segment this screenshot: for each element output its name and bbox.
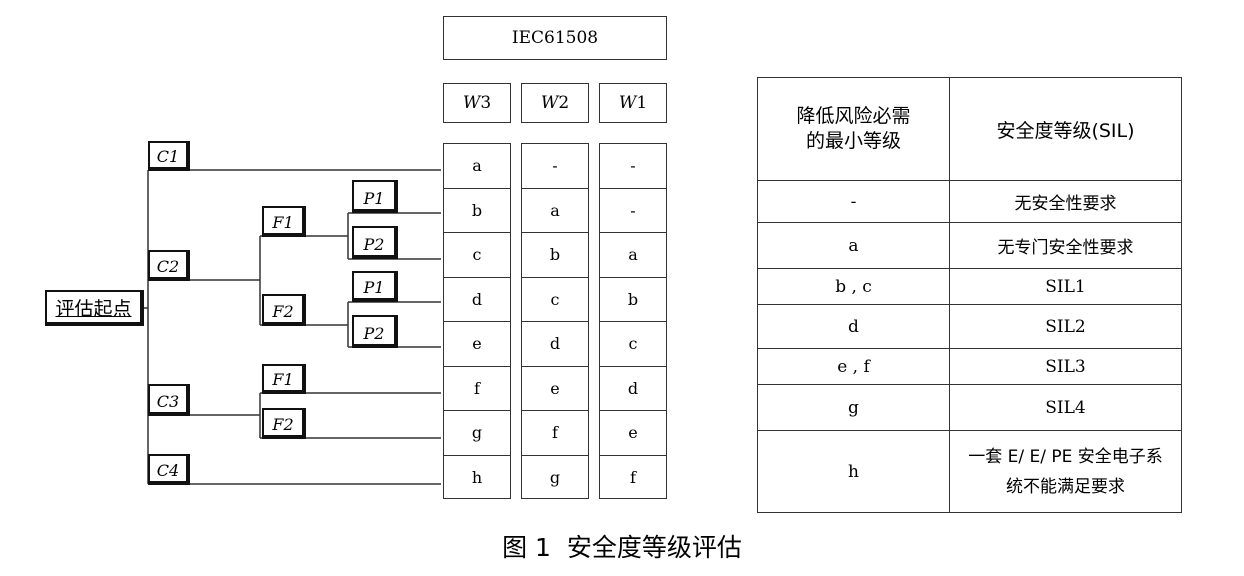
- risk-cell: e: [599, 410, 667, 455]
- column-number: 2: [558, 93, 570, 113]
- risk-cell: c: [443, 232, 511, 277]
- table-cell-sil: SIL3: [949, 348, 1182, 385]
- table-cell-sil: 无安全性要求: [949, 180, 1182, 223]
- risk-cell: d: [443, 276, 511, 322]
- risk-cell: c: [599, 321, 667, 366]
- risk-cell: a: [521, 187, 589, 233]
- table-cell-level: e , f: [757, 348, 950, 385]
- param-f1-lower: F1: [262, 364, 306, 394]
- risk-cell: e: [521, 365, 589, 411]
- param-p1-upper: P1: [352, 180, 398, 213]
- start-node: 评估起点: [45, 290, 144, 326]
- table-row: g SIL4: [757, 384, 1182, 431]
- table-cell-sil: 无专门安全性要求: [949, 222, 1182, 269]
- param-p1-lower: P1: [352, 271, 398, 302]
- risk-cell: b: [521, 232, 589, 277]
- param-c1: C1: [148, 141, 190, 171]
- param-f2-upper: F2: [262, 294, 306, 326]
- sil-mapping-table: 降低风险必需的最小等级 安全度等级(SIL) - 无安全性要求 a 无专门安全性…: [757, 77, 1182, 513]
- param-p2-upper: P2: [352, 226, 398, 259]
- risk-cell: -: [552, 155, 558, 175]
- param-c2: C2: [148, 250, 190, 281]
- figure-caption: 图 1 安全度等级评估: [0, 528, 1244, 564]
- table-cell-sil: SIL4: [949, 384, 1182, 431]
- header-sil: 安全度等级(SIL): [949, 77, 1182, 181]
- risk-cell: e: [443, 321, 511, 366]
- table-cell-level: a: [757, 222, 950, 269]
- param-f1-upper: F1: [262, 206, 306, 237]
- table-cell-level: g: [757, 384, 950, 431]
- standard-header: IEC61508: [443, 16, 667, 60]
- table-row: d SIL2: [757, 304, 1182, 349]
- risk-cell: a: [599, 232, 667, 277]
- table-cell-level: -: [757, 180, 950, 223]
- figure-title: 安全度等级评估: [566, 533, 742, 562]
- table-row: b , c SIL1: [757, 268, 1182, 305]
- table-row: - 无安全性要求: [757, 180, 1182, 223]
- risk-cell: b: [599, 276, 667, 322]
- risk-cell: d: [599, 365, 667, 411]
- param-c3: C3: [148, 384, 190, 416]
- table-row: a 无专门安全性要求: [757, 222, 1182, 269]
- figure-number: 图 1: [502, 533, 551, 562]
- risk-cell: -: [599, 187, 667, 233]
- param-p2-lower: P2: [352, 315, 398, 348]
- table-header-row: 降低风险必需的最小等级 安全度等级(SIL): [757, 77, 1182, 181]
- table-cell-level: b , c: [757, 268, 950, 305]
- table-cell-sil: SIL2: [949, 304, 1182, 349]
- risk-cell: g: [443, 410, 511, 455]
- risk-cell: d: [521, 321, 589, 366]
- table-row: e , f SIL3: [757, 348, 1182, 385]
- risk-cell: g: [521, 454, 589, 500]
- column-prefix: W: [618, 93, 637, 113]
- risk-cell: a: [472, 155, 482, 175]
- header-min-level: 降低风险必需的最小等级: [757, 77, 950, 181]
- table-cell-sil: SIL1: [949, 268, 1182, 305]
- risk-cell: -: [630, 155, 636, 175]
- param-f2-lower: F2: [262, 408, 306, 439]
- risk-cell: h: [443, 454, 511, 500]
- table-cell-sil: 一套 E/ E/ PE 安全电子系统不能满足要求: [949, 430, 1182, 513]
- risk-cell: f: [599, 454, 667, 500]
- risk-cell: f: [521, 410, 589, 455]
- column-prefix: W: [462, 93, 481, 113]
- table-cell-level: h: [757, 430, 950, 513]
- column-number: 3: [480, 93, 492, 113]
- risk-cell: c: [521, 276, 589, 322]
- table-cell-level: d: [757, 304, 950, 349]
- column-prefix: W: [540, 93, 559, 113]
- risk-cell: f: [443, 365, 511, 411]
- table-row: h 一套 E/ E/ PE 安全电子系统不能满足要求: [757, 430, 1182, 513]
- risk-cell: b: [443, 187, 511, 233]
- param-c4: C4: [148, 454, 190, 485]
- column-number: 1: [636, 93, 648, 113]
